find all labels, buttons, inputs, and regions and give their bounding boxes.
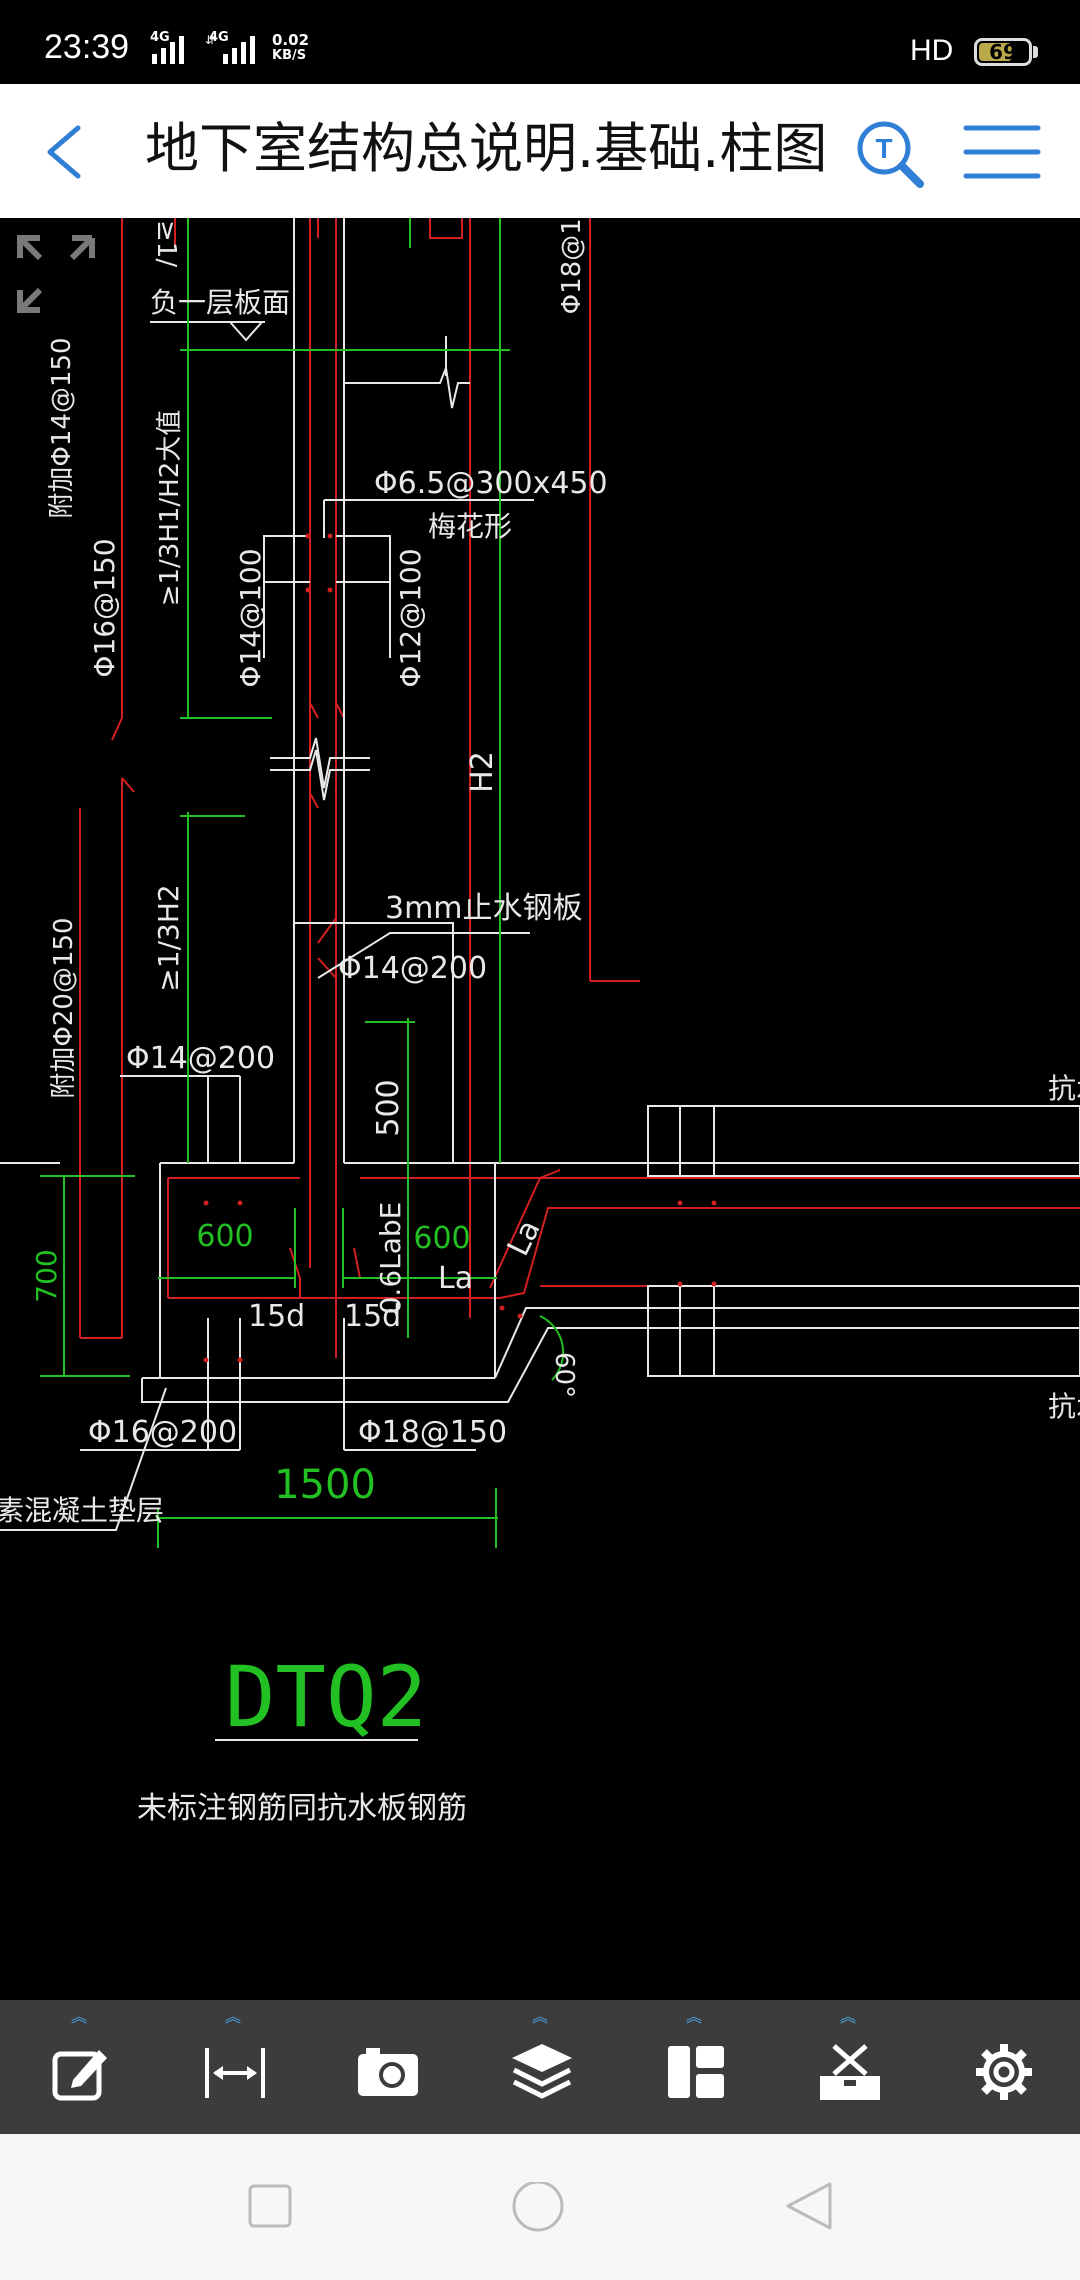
label-rebar-12-100: Φ12@100 bbox=[394, 548, 427, 687]
cad-drawing[interactable]: ≥1/ 负一层板面 附加Φ14@150 Φ16@150 ≥1/3H1/H2大值 … bbox=[0, 218, 1080, 2000]
label-rebar-14-150: 附加Φ14@150 bbox=[47, 337, 77, 518]
expand-chevron-icon: ︽ bbox=[531, 2007, 548, 2026]
label-la-be: 0.6LabE bbox=[374, 1202, 407, 1315]
label-anti-top: 抗水 bbox=[1048, 1072, 1080, 1105]
battery-fill bbox=[979, 43, 1012, 61]
square-icon bbox=[248, 2184, 292, 2228]
label-dim-700: 700 bbox=[30, 1249, 63, 1302]
label-dim-600-right: 600 bbox=[413, 1221, 470, 1256]
label-water-stop: 3mm止水钢板 bbox=[385, 891, 583, 926]
recent-apps-button[interactable] bbox=[246, 2182, 294, 2234]
label-stirrup-shape: 梅花形 bbox=[428, 510, 512, 543]
app-header: 地下室结构总说明.基础.柱图 T bbox=[0, 84, 1080, 218]
circle-icon bbox=[512, 2180, 564, 2232]
green-dimension-lines bbox=[40, 218, 565, 1548]
rebar-dots bbox=[203, 533, 717, 1363]
expand-chevron-icon: ︽ bbox=[70, 2007, 87, 2026]
bottom-toolbar: ︽ ︽ ︽ ︽ bbox=[0, 2000, 1080, 2134]
text-search-icon: T bbox=[857, 121, 924, 188]
label-rebar-18-top: Φ18@15 bbox=[557, 218, 587, 314]
label-la-diag: La bbox=[501, 1215, 548, 1262]
net-speed-unit: KB/S bbox=[272, 48, 307, 63]
white-outline-lines bbox=[0, 218, 1080, 1741]
net-speed-value: 0.02 bbox=[272, 31, 310, 49]
battery-level: 69 bbox=[989, 40, 1017, 64]
drawing-canvas[interactable]: ≥1/ 负一层板面 附加Φ14@150 Φ16@150 ≥1/3H1/H2大值 … bbox=[0, 218, 1080, 2000]
label-h2: H2 bbox=[465, 751, 500, 793]
expand-chevron-icon: ︽ bbox=[224, 2007, 241, 2026]
label-h2-third: ≥1/3H2 bbox=[152, 884, 185, 991]
toolbox-icon bbox=[820, 2044, 880, 2100]
layout-tool[interactable]: ︽ bbox=[617, 2000, 771, 2134]
section-note: 未标注钢筋同抗水板钢筋 bbox=[137, 1791, 467, 1826]
back-nav-button[interactable] bbox=[784, 2182, 834, 2236]
signal-label-1: 4G bbox=[150, 30, 170, 45]
label-anti-bottom: 抗水 bbox=[1048, 1390, 1080, 1423]
svg-text:T: T bbox=[875, 133, 892, 164]
label-rebar-18-150: Φ18@150 bbox=[358, 1415, 507, 1450]
label-rebar-16-200: Φ16@200 bbox=[88, 1415, 237, 1450]
status-bar: 23:39 4G 4G ⇵ 0.02 KB/S HD 69 bbox=[0, 0, 1080, 84]
settings-tool[interactable] bbox=[925, 2000, 1079, 2134]
expand-chevron-icon: ︽ bbox=[839, 2007, 856, 2026]
label-rebar-14-200-b: Φ14@200 bbox=[126, 1041, 275, 1076]
net-speed: 0.02 KB/S bbox=[272, 32, 309, 64]
triangle-back-icon bbox=[786, 2182, 832, 2230]
label-15d-left: 15d bbox=[248, 1299, 305, 1334]
label-slab-level: 负一层板面 bbox=[150, 286, 290, 319]
layout-icon bbox=[668, 2046, 724, 2098]
label-la: La bbox=[438, 1261, 473, 1296]
toolbox-tool[interactable]: ︽ bbox=[771, 2000, 925, 2134]
label-rebar-14-200-a: Φ14@200 bbox=[338, 951, 487, 986]
svg-text:⇵: ⇵ bbox=[205, 33, 215, 47]
edit-icon bbox=[52, 2050, 107, 2101]
snapshot-tool[interactable] bbox=[309, 2000, 463, 2134]
camera-icon bbox=[358, 2048, 418, 2096]
label-rebar-20-150: 附加Φ20@150 bbox=[49, 917, 79, 1098]
label-dim-1500: 1500 bbox=[274, 1462, 376, 1508]
expand-icon[interactable] bbox=[17, 235, 95, 313]
gear-icon bbox=[976, 2044, 1032, 2100]
label-stirrup: Φ6.5@300x450 bbox=[374, 466, 608, 501]
label-h2-value: ≥1/3H1/H2大值 bbox=[155, 410, 185, 607]
battery-icon: 69 bbox=[974, 38, 1032, 66]
section-title: DTQ2 bbox=[225, 1648, 427, 1746]
label-concrete-layer: 素混凝土垫层 bbox=[0, 1494, 164, 1527]
label-top-cut: ≥1/ bbox=[151, 220, 181, 267]
layers-tool[interactable]: ︽ bbox=[463, 2000, 617, 2134]
search-button[interactable]: T bbox=[852, 116, 928, 192]
status-time: 23:39 bbox=[44, 28, 130, 66]
measure-icon bbox=[205, 2048, 265, 2098]
label-angle: 60° bbox=[549, 1352, 579, 1398]
menu-button[interactable] bbox=[962, 120, 1042, 186]
battery-tip bbox=[1033, 46, 1038, 58]
home-button[interactable] bbox=[510, 2180, 566, 2242]
signal-icon-2: 4G ⇵ bbox=[205, 30, 267, 66]
layers-icon bbox=[512, 2044, 572, 2099]
label-rebar-16-150: Φ16@150 bbox=[88, 538, 121, 677]
measure-tool[interactable]: ︽ bbox=[156, 2000, 310, 2134]
signal-icon: 4G bbox=[150, 30, 194, 66]
hd-label: HD bbox=[910, 34, 954, 67]
system-nav-bar bbox=[0, 2134, 1080, 2280]
label-rebar-14-100: Φ14@100 bbox=[234, 548, 267, 687]
page-title: 地下室结构总说明.基础.柱图 bbox=[145, 117, 828, 180]
signal-label-2: 4G bbox=[209, 30, 229, 45]
back-button[interactable] bbox=[30, 108, 100, 194]
label-dim-600-left: 600 bbox=[196, 1219, 253, 1254]
hamburger-menu-icon bbox=[963, 125, 1041, 179]
chevron-left-icon bbox=[47, 125, 81, 179]
red-rebar-lines bbox=[79, 218, 1080, 1358]
label-dim-500: 500 bbox=[371, 1079, 406, 1136]
annotate-tool[interactable]: ︽ bbox=[2, 2000, 156, 2134]
label-15d-right: 15d bbox=[344, 1299, 401, 1334]
expand-chevron-icon: ︽ bbox=[685, 2007, 702, 2026]
